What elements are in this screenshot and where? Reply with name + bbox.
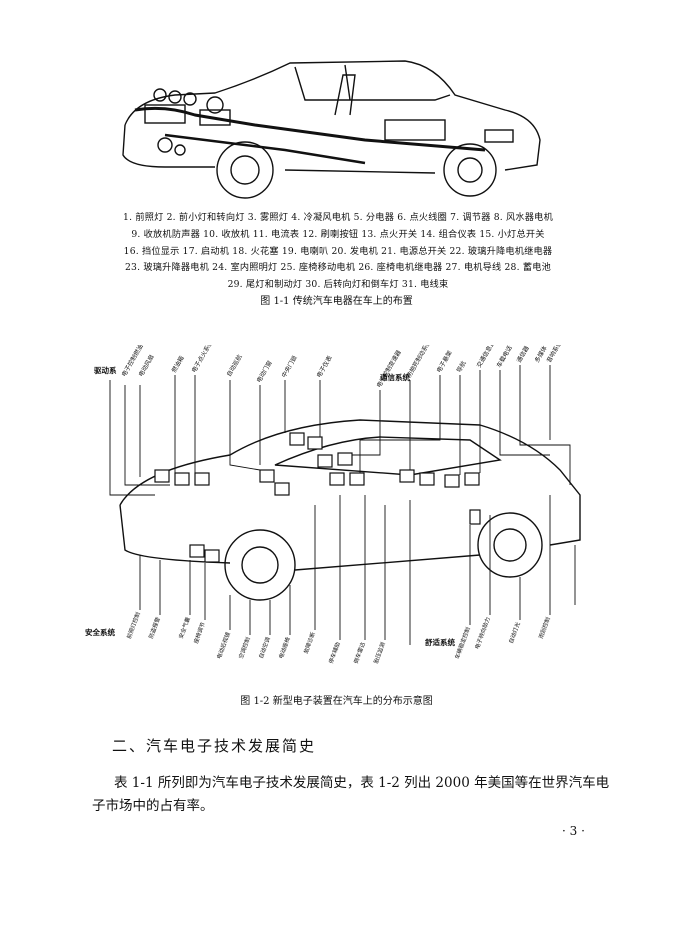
legend-row: 16. 挡位显示 17. 启动机 18. 火花塞 19. 电喇叭 20. 发电机… bbox=[123, 245, 553, 257]
top-label: 电子控制变速器 bbox=[375, 349, 403, 389]
figure-1-caption: 图 1-1 传统汽车电器在车上的布置 bbox=[260, 296, 413, 307]
figure-2-car-electronics-diagram: 驱动系 通信系统 安全系统 舒适系统 电子控制燃油喷射 电动风扇 燃油箱 电子点… bbox=[85, 345, 581, 665]
legend-row: 1. 前照灯 2. 前小灯和转向灯 3. 雾照灯 4. 冷凝风电机 5. 分电器… bbox=[123, 212, 553, 223]
top-label: 自动巡航 bbox=[225, 353, 244, 378]
bottom-label: 空调控制 bbox=[237, 636, 252, 660]
figure-2-caption: 图 1-2 新型电子装置在汽车上的分布示意图 bbox=[240, 696, 433, 707]
bottom-label: 电子转向助力 bbox=[473, 616, 492, 651]
bottom-label: 故障诊断 bbox=[302, 631, 317, 655]
group-label-comfort: 舒适系统 bbox=[425, 637, 455, 647]
section-heading: 二、汽车电子技术发展简史 bbox=[112, 737, 317, 755]
figure-1-legend: 1. 前照灯 2. 前小灯和转向灯 3. 雾照灯 4. 冷凝风电机 5. 分电器… bbox=[98, 210, 578, 294]
top-label: 燃油箱 bbox=[170, 354, 186, 374]
top-label: 车载电话 bbox=[495, 345, 514, 369]
bottom-label: 防盗报警 bbox=[147, 616, 162, 640]
top-label: 导航 bbox=[455, 360, 468, 374]
body-paragraph: 表 1-1 所列即为汽车电子技术发展简史，表 1-2 列出 2000 年美国等在… bbox=[92, 775, 610, 814]
group-label-drive: 驱动系 bbox=[94, 365, 117, 375]
bottom-label: 安全气囊 bbox=[177, 616, 192, 640]
legend-row: 9. 收放机防声器 10. 收放机 11. 电流表 12. 刷喇按钮 13. 点… bbox=[131, 228, 545, 240]
bottom-label: 电动后视镜 bbox=[215, 631, 232, 660]
top-label: 电子点火系统 bbox=[190, 345, 215, 374]
bottom-label: 停车辅助 bbox=[327, 641, 342, 665]
bottom-label: 胎压监测 bbox=[372, 641, 387, 665]
legend-row: 29. 尾灯和制动灯 30. 后转向灯和倒车灯 31. 电线束 bbox=[227, 279, 449, 291]
top-label: 电动门窗 bbox=[255, 359, 274, 384]
bottom-label: 倒车雷达 bbox=[352, 641, 367, 665]
top-label: 电子悬架 bbox=[435, 349, 454, 374]
legend-row: 23. 玻璃升降器电机 24. 室内照明灯 25. 座椅移动电机 26. 座椅电… bbox=[125, 262, 551, 274]
figure-1-car-diagram bbox=[122, 60, 541, 199]
top-label: 中央门锁 bbox=[280, 354, 299, 379]
bottom-label: 自动空调 bbox=[257, 636, 272, 660]
top-label: 防抱死制动系统 bbox=[405, 345, 433, 379]
group-label-safety: 安全系统 bbox=[85, 627, 115, 637]
top-label: 电动风扇 bbox=[137, 353, 156, 378]
bottom-label: 自动灯光 bbox=[507, 621, 522, 645]
top-label: 电子仪表 bbox=[315, 354, 334, 379]
bottom-label: 雨刮控制 bbox=[537, 616, 552, 640]
bottom-label: 车辆稳定控制 bbox=[453, 626, 472, 661]
page-number: · 3 · bbox=[562, 824, 585, 838]
top-label: 通信器 bbox=[515, 345, 531, 364]
bottom-label: 电动座椅 bbox=[277, 636, 292, 660]
bottom-label: 座椅调节 bbox=[192, 621, 207, 645]
bottom-label: 前照灯控制 bbox=[125, 611, 142, 640]
group-label-communication: 通信系统 bbox=[380, 372, 410, 382]
